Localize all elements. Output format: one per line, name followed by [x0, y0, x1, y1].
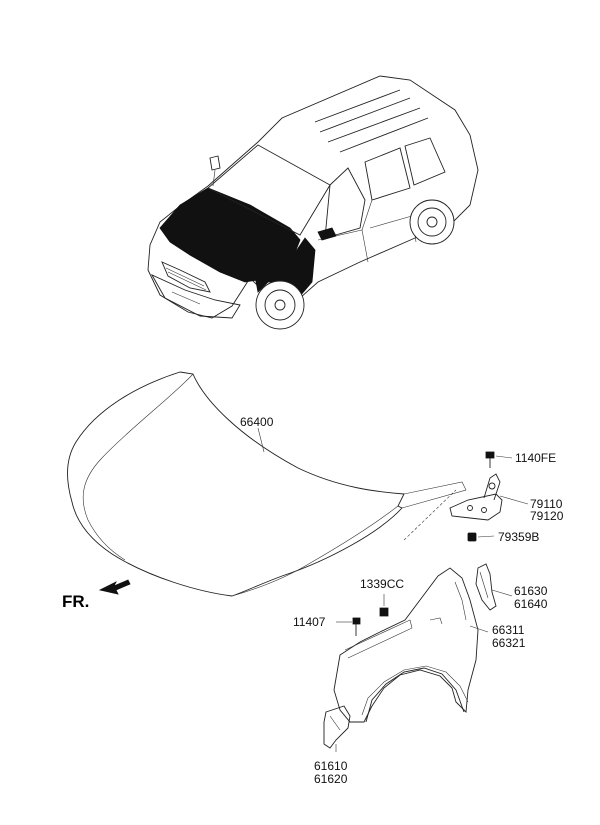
front-orientation-label: FR. [62, 592, 90, 611]
fender-trim [475, 563, 497, 611]
vehicle-illustration [147, 75, 479, 330]
vehicle-fender [254, 237, 316, 297]
vehicle-mirror [317, 227, 337, 241]
label-hinge-lower: 79120 [530, 509, 564, 523]
vehicle-side-windows [324, 137, 446, 239]
hood-panel [67, 371, 467, 597]
label-fender-bolt: 11407 [293, 615, 326, 629]
label-fender-trim-lower: 61640 [514, 597, 548, 611]
fender-panel [333, 567, 479, 723]
vehicle-roof-rails [314, 89, 429, 153]
bolt-11407 [352, 617, 361, 636]
label-bracket-upper: 61610 [314, 759, 348, 773]
label-hood: 66400 [240, 415, 274, 429]
label-clip: 1339CC [360, 577, 405, 591]
label-hood-bolt: 1140FE [515, 451, 557, 465]
vehicle-front-wheel [255, 280, 305, 330]
label-fender-upper: 66311 [492, 623, 525, 637]
label-hinge-nut: 79359B [498, 530, 540, 544]
vehicle-bumper [150, 274, 241, 319]
label-fender-trim-upper: 61630 [514, 584, 548, 598]
vehicle-rear-wheel [409, 199, 455, 245]
vehicle-marker [209, 155, 221, 171]
hinge-assembly [449, 473, 503, 521]
nut-79359b [467, 532, 477, 542]
leader-lines [257, 427, 529, 752]
bracket-61610 [323, 705, 351, 749]
front-arrow-icon [98, 579, 131, 595]
bolt-1140fe [485, 451, 495, 468]
vehicle-grille [161, 261, 211, 293]
label-bracket-lower: 61620 [314, 772, 348, 786]
clip-1339cc [379, 607, 389, 617]
label-fender-lower: 66321 [492, 636, 526, 650]
label-hinge-upper: 79110 [530, 497, 563, 511]
